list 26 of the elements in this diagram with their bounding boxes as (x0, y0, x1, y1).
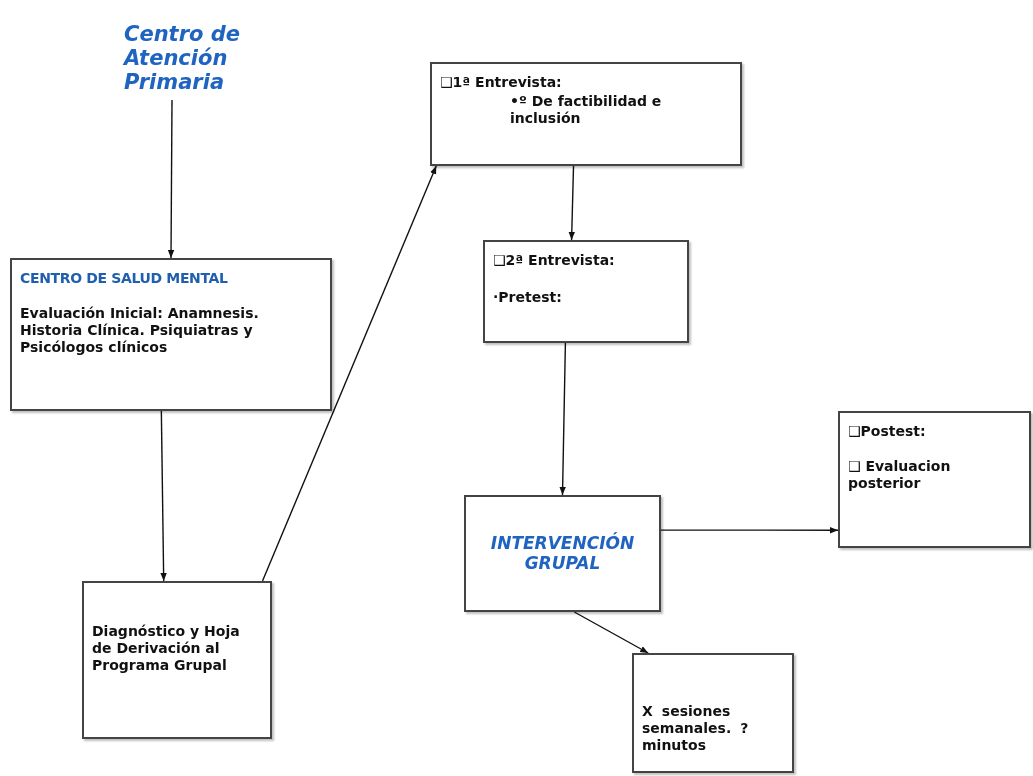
arrow (660, 527, 839, 534)
process-box (430, 62, 742, 166)
box-text: ❑ Evaluacion posterior (848, 458, 952, 492)
box-heading: ❑Postest: (848, 422, 927, 441)
process-box (483, 240, 689, 343)
box-text: Diagnóstico y Hoja de Derivación al Programa Grupal (92, 623, 241, 674)
arrow (261, 165, 437, 582)
arrow (568, 165, 575, 241)
process-box (464, 495, 661, 612)
box-text: •º De factibilidad e inclusión (509, 93, 663, 127)
box-heading: ❑2ª Entrevista: (493, 251, 616, 270)
process-box (10, 258, 332, 411)
box-text: Evaluación Inicial: Anamnesis. Historia Clínica. Psiquiatras y Psicólogos clínicos (20, 305, 260, 356)
process-box (82, 581, 272, 739)
box-text: ·Pretest: (493, 288, 563, 307)
process-box (838, 411, 1031, 548)
arrow (160, 410, 167, 582)
arrow (559, 342, 567, 496)
box-text: Centro de Atención Primaria (122, 22, 241, 95)
arrow (573, 611, 649, 654)
process-box (632, 653, 794, 773)
box-text: X sesiones semanales. ? minutos (642, 703, 750, 754)
arrow (167, 99, 175, 259)
box-heading: ❑1ª Entrevista: (440, 73, 563, 92)
box-text: INTERVENCIÓN GRUPAL (489, 533, 636, 574)
box-heading: CENTRO DE SALUD MENTAL (20, 269, 229, 288)
